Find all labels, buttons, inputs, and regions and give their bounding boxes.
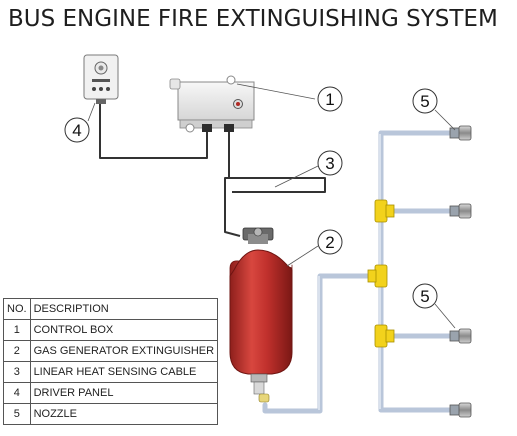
driver-panel-icon [83, 54, 119, 104]
extinguisher-cylinder-icon [229, 227, 293, 403]
page-title: BUS ENGINE FIRE EXTINGUISHING SYSTEM [8, 6, 498, 32]
legend-header-description: DESCRIPTION [29, 298, 219, 320]
legend-row-no: 3 [3, 361, 31, 383]
legend-row: 5 NOZZLE [3, 403, 219, 425]
callout-1: 1 [317, 86, 343, 112]
legend-row: 1 CONTROL BOX [3, 319, 219, 341]
control-box-icon [169, 75, 255, 133]
svg-text:3: 3 [325, 154, 334, 173]
legend-row: 2 GAS GENERATOR EXTINGUISHER [3, 340, 219, 362]
tee-fittings [367, 199, 395, 348]
callout-5-bottom: 5 [412, 283, 438, 309]
legend-row-description: CONTROL BOX [29, 319, 219, 341]
legend-row-description: LINEAR HEAT SENSING CABLE [29, 361, 219, 383]
legend-table: NO. DESCRIPTION 1 CONTROL BOX 2 GAS GENE… [3, 298, 219, 425]
legend-header-row: NO. DESCRIPTION [3, 298, 219, 320]
legend-row-no: 2 [3, 340, 31, 362]
svg-text:2: 2 [325, 233, 334, 252]
cables [99, 103, 326, 237]
nozzle-icon [449, 125, 472, 418]
legend-row: 3 LINEAR HEAT SENSING CABLE [3, 361, 219, 383]
legend-row-no: 4 [3, 382, 31, 404]
svg-text:5: 5 [420, 287, 429, 306]
callout-4: 4 [64, 117, 90, 143]
pipe-network [262, 130, 453, 414]
callout-2: 2 [317, 229, 343, 255]
legend-row-description: DRIVER PANEL [29, 382, 219, 404]
callout-3: 3 [317, 150, 343, 176]
svg-text:1: 1 [325, 90, 334, 109]
legend-row-description: GAS GENERATOR EXTINGUISHER [29, 340, 219, 362]
svg-text:4: 4 [72, 121, 81, 140]
leader-lines [87, 83, 456, 329]
svg-text:5: 5 [420, 92, 429, 111]
callout-5-top: 5 [412, 88, 438, 114]
legend-row-no: 5 [3, 403, 31, 425]
legend-row-no: 1 [3, 319, 31, 341]
legend-header-no: NO. [3, 298, 31, 320]
legend-row: 4 DRIVER PANEL [3, 382, 219, 404]
legend-row-description: NOZZLE [29, 403, 219, 425]
